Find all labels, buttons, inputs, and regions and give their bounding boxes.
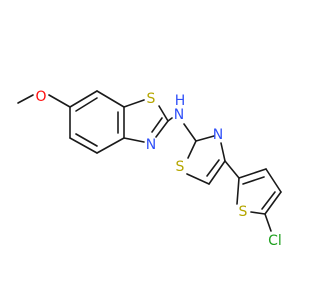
bond-thio-c5-s [250, 211, 266, 215]
bond-thio-c4-c5-double [261, 191, 276, 210]
bond-c4-c5-double [75, 133, 98, 147]
bond-thio-c3-c4 [265, 168, 282, 193]
bond-n3-c3a [123, 137, 145, 143]
bond-c5prime-c4prime-double [206, 159, 220, 177]
atom-h-linker: H [175, 93, 186, 109]
bond-c2-n3-double [151, 117, 163, 133]
bond-c2-n3 [155, 120, 169, 138]
bond-nh-c2prime [183, 123, 197, 142]
bond-c5prime-c4prime [208, 160, 226, 185]
atom-o-methoxy: O [35, 89, 46, 105]
atom-s-benzothiazole: S [147, 91, 156, 107]
bond-thio-c2-c3 [238, 168, 267, 179]
bond-o-c6 [48, 94, 71, 108]
bond-s1prime-c5prime [186, 173, 210, 185]
bond-c7-c7a [96, 90, 125, 108]
molecule-structure: O S N N H N S S Cl [17, 89, 282, 249]
bond-thio-c2-c3-double [242, 176, 265, 185]
bond-c6-c7-double [75, 97, 98, 112]
bond-c2prime-n3prime [195, 135, 215, 142]
bond-c7a-s1 [123, 99, 145, 108]
bond-c5-cl [264, 213, 272, 232]
molecule-canvas: O S N N H N S S Cl [17, 89, 282, 249]
atom-n-linker: N [174, 107, 184, 123]
bond-c4prime-n3prime [220, 142, 226, 162]
bond-s1-c2 [158, 105, 169, 122]
bond-c4-c5 [69, 137, 98, 154]
atom-s-thiophene: S [239, 204, 248, 220]
bond-c2prime-s1prime [187, 140, 197, 159]
bond-thio-s-c2 [236, 177, 240, 205]
bond-c6-c7 [69, 90, 98, 108]
bond-methyl-o [17, 94, 34, 104]
atom-s-thiazole: S [176, 159, 185, 175]
atom-cl: Cl [268, 233, 282, 249]
bond-c2-nh [167, 117, 173, 122]
bond-thio-c4-c5 [264, 191, 282, 215]
bond-c3a-c4 [96, 137, 125, 154]
atom-n-benzothiazole: N [146, 137, 156, 153]
atom-n-thiazole: N [213, 127, 223, 143]
bond-c4prime-thiophene [224, 160, 240, 179]
